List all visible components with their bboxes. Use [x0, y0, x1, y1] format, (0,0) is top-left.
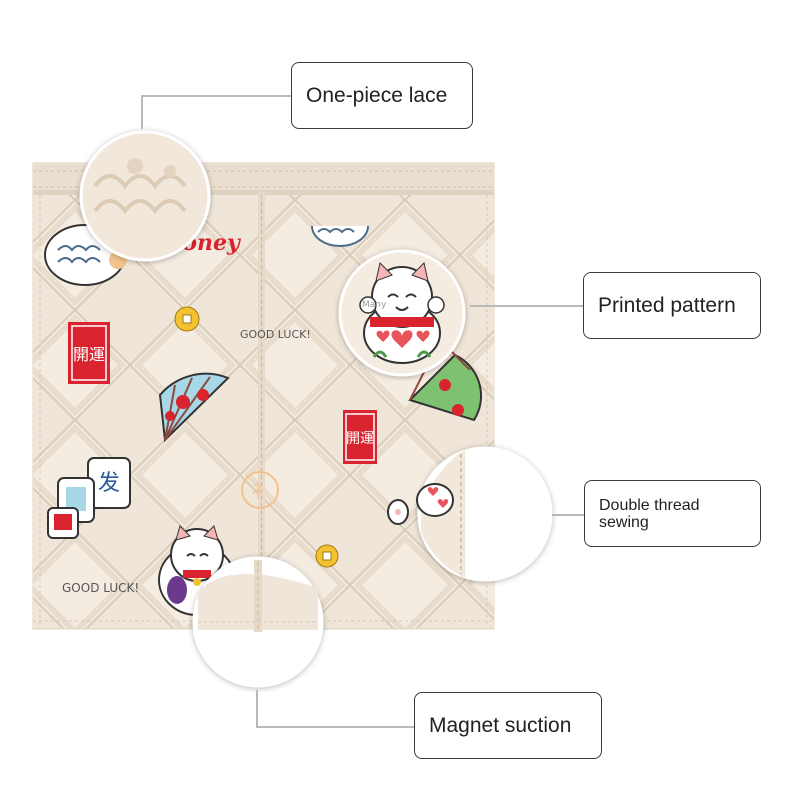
pattern-leader — [470, 305, 584, 307]
lace-leader-vertical — [141, 95, 143, 129]
sewing-leader — [552, 514, 585, 516]
magnet-leader-vertical — [256, 690, 258, 727]
pattern-callout-label: Printed pattern — [598, 293, 736, 317]
magnet-leader-horizontal — [256, 726, 415, 728]
pattern-callout: Printed pattern — [583, 272, 761, 339]
sewing-callout-label: Double thread sewing — [599, 497, 700, 531]
fortune-symbol-faint: 礻 — [241, 471, 279, 509]
magnet-detail-magnifier — [192, 556, 324, 688]
seal-text-left: 開運 — [73, 345, 105, 364]
wave-emblem — [311, 225, 369, 247]
sewing-callout: Double thread sewing — [584, 480, 761, 547]
sewing-detail-magnifier — [416, 446, 553, 582]
pattern-detail-magnifier: Many — [338, 249, 466, 377]
lace-detail-magnifier — [79, 130, 211, 262]
folding-fan-left — [158, 372, 230, 443]
magnet-callout-label: Magnet suction — [429, 713, 572, 737]
lace-leader-horizontal — [141, 95, 291, 97]
gold-coin-right — [315, 544, 339, 568]
lucky-tag-text: Many — [362, 300, 387, 310]
center-seam — [258, 192, 265, 629]
mahjong-tile-text: 发 — [98, 471, 120, 496]
good-luck-text-left: GOOD LUCK! — [240, 328, 311, 341]
red-seal-right: 開運 — [343, 410, 377, 464]
seal-text-right: 開運 — [346, 431, 374, 447]
lace-callout: One-piece lace — [291, 62, 473, 129]
sewing-callout-line2: sewing — [599, 513, 649, 531]
svg-text:礻: 礻 — [252, 481, 270, 502]
sewing-callout-line1: Double thread — [599, 496, 700, 514]
gold-coin-left — [174, 306, 200, 332]
magnet-callout: Magnet suction — [414, 692, 602, 759]
cat-paw-right — [387, 499, 409, 525]
good-luck-text-bottom: GOOD LUCK! — [62, 581, 139, 595]
red-seal-left: 開運 — [68, 322, 110, 384]
lace-callout-label: One-piece lace — [306, 83, 448, 107]
mahjong-tiles: 发 — [47, 457, 131, 539]
